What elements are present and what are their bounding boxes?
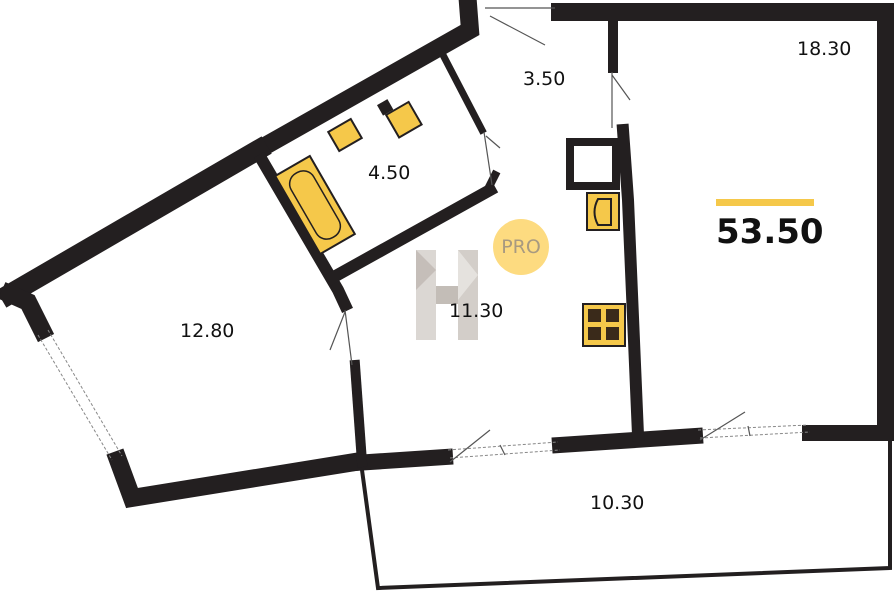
door-left-room xyxy=(329,309,353,366)
kitchen-sink xyxy=(586,192,620,231)
toilet xyxy=(377,99,423,139)
wall-kitchen-right xyxy=(616,123,645,442)
room-area-hall: 3.50 xyxy=(523,68,566,90)
door-entrance xyxy=(485,7,555,46)
wall-bottom-left xyxy=(346,448,454,472)
bathtub xyxy=(273,154,357,256)
wall-stub xyxy=(484,169,501,191)
wall-bathroom-left xyxy=(253,151,353,313)
total-area-accent-bar xyxy=(716,199,814,206)
total-area: 53.50 xyxy=(716,212,824,252)
door-balcony-left xyxy=(449,429,506,463)
wall-bottom-mid xyxy=(551,427,704,454)
wall-bathroom-right xyxy=(438,50,487,135)
wall-kitchen-left xyxy=(349,359,368,468)
door-bathroom xyxy=(483,131,501,186)
stove xyxy=(582,303,626,347)
wall-bathroom-top xyxy=(245,0,480,163)
balcony-outline xyxy=(360,440,892,591)
fixtures xyxy=(273,99,626,347)
watermark-logo xyxy=(416,250,478,340)
room-area-kitchen: 11.30 xyxy=(449,300,504,322)
shaft xyxy=(566,138,620,190)
doors xyxy=(329,7,751,463)
bathroom-sink xyxy=(326,117,364,153)
door-room-right xyxy=(611,72,631,128)
pro-badge: PRO xyxy=(493,219,549,275)
walls xyxy=(0,0,894,509)
wall-left-room-top xyxy=(0,136,272,308)
room-area-bathroom: 4.50 xyxy=(368,162,411,184)
room-area-right: 18.30 xyxy=(797,38,852,60)
outer-wall-top-right xyxy=(551,3,894,437)
door-balcony-right xyxy=(699,411,751,441)
room-area-balcony: 10.30 xyxy=(590,492,645,514)
wall-left-corner xyxy=(0,282,55,343)
wall-bathroom-bottom xyxy=(323,181,499,287)
room-area-left: 12.80 xyxy=(180,320,235,342)
wall-left-room-bottom xyxy=(106,448,366,509)
